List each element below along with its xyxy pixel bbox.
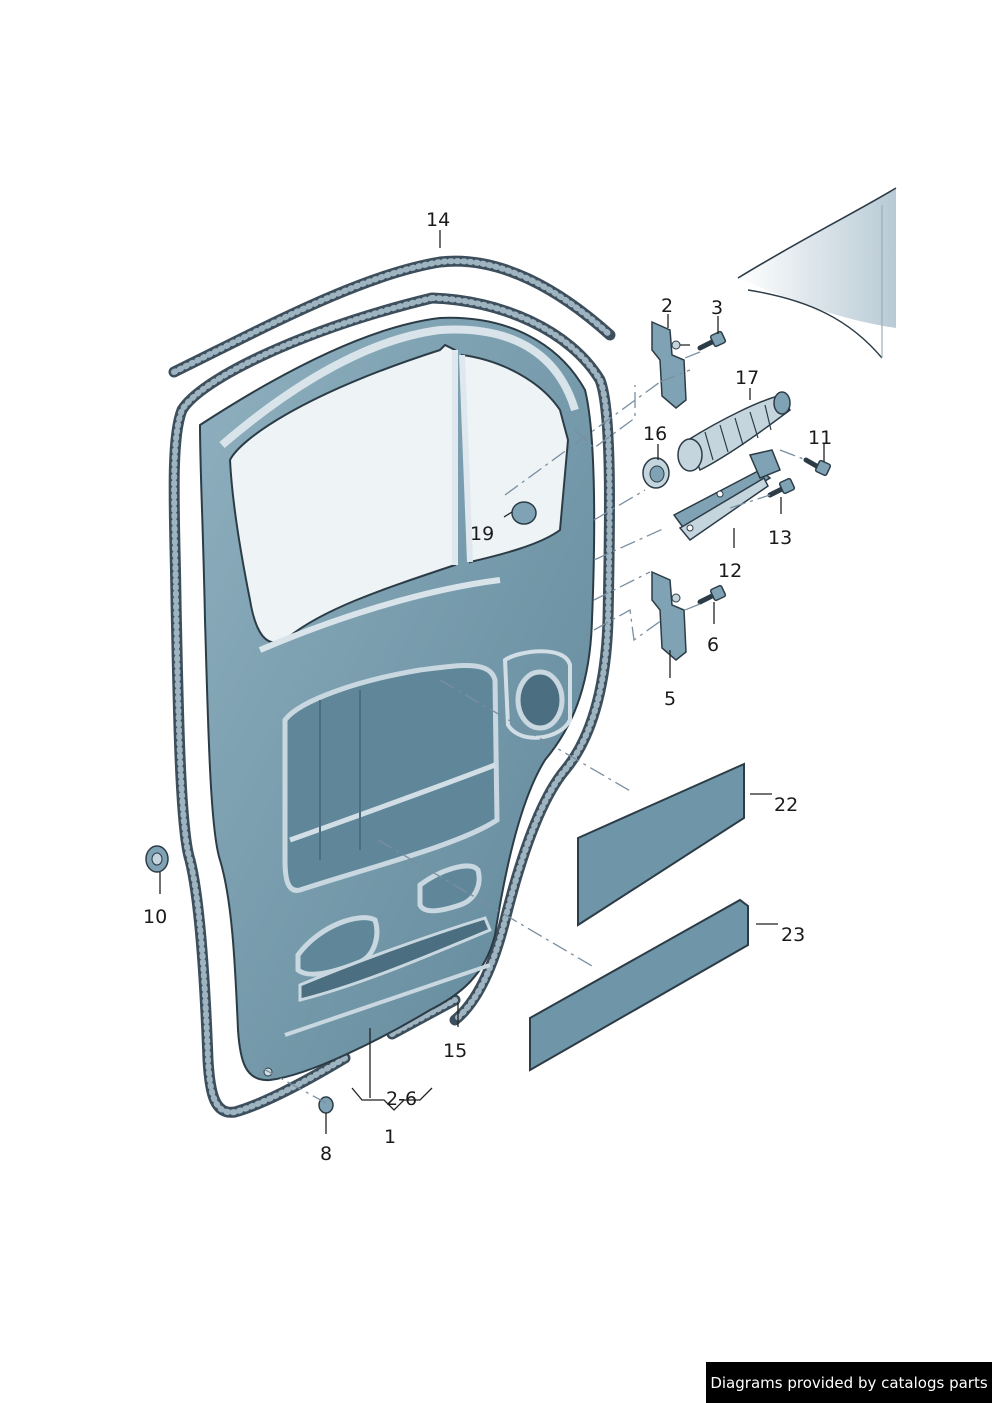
callout-12: 12 [718, 560, 742, 582]
grommet-16 [642, 457, 670, 489]
insulation-panel-23 [529, 898, 749, 1072]
leader-lines [159, 230, 825, 1134]
door-check-strap-12 [672, 449, 781, 542]
bolt-13 [767, 477, 796, 498]
callout-11: 11 [808, 427, 832, 449]
callout-3: 3 [711, 297, 723, 319]
bolt-11 [803, 457, 832, 477]
stop-buffer-19 [503, 501, 537, 525]
grommet-plug-10 [145, 845, 169, 873]
callout-1: 1 [384, 1126, 396, 1148]
upper-weatherstrip-seal [168, 255, 616, 378]
lower-seal-strip [386, 994, 461, 1040]
callout-10: 10 [143, 906, 167, 928]
callout-5: 5 [664, 688, 676, 710]
callout-15: 15 [443, 1040, 467, 1062]
bolt-3 [697, 330, 727, 351]
callout-2-6: 2-6 [386, 1088, 417, 1110]
assembly-lines [261, 351, 807, 1104]
clip-nut-8 [318, 1096, 334, 1114]
door-frame-seal [168, 292, 616, 1118]
cable-bellows-17 [677, 391, 791, 472]
callout-13: 13 [768, 527, 792, 549]
door-shell [198, 316, 596, 1082]
callout-8: 8 [320, 1143, 332, 1165]
callout-19: 19 [470, 523, 494, 545]
insulation-panel-22 [577, 762, 745, 927]
callout-2: 2 [661, 295, 673, 317]
credit-banner: Diagrams provided by catalogs parts [706, 1362, 992, 1403]
lower-hinge-5 [651, 570, 687, 661]
callout-23: 23 [781, 924, 805, 946]
callout-6: 6 [707, 634, 719, 656]
bolt-6 [697, 584, 727, 605]
callout-22: 22 [774, 794, 798, 816]
upper-hinge-2 [651, 320, 690, 409]
callout-17: 17 [735, 367, 759, 389]
vehicle-body-outline [737, 187, 897, 359]
callout-16: 16 [643, 423, 667, 445]
callout-14: 14 [426, 209, 450, 231]
